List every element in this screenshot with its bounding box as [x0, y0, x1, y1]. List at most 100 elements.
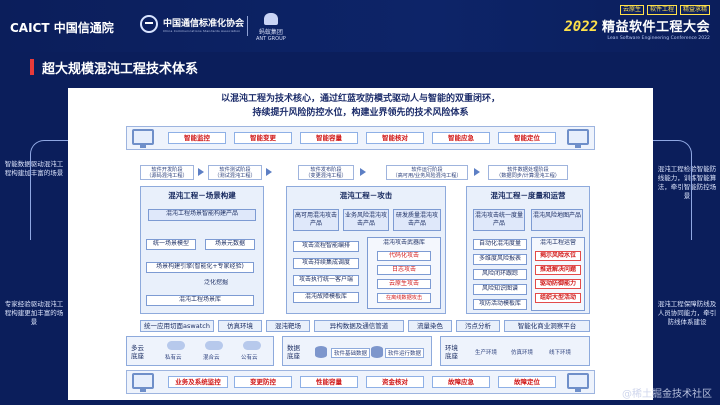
pill-smart-locate: 智能定位 [498, 132, 556, 144]
conf-name: 精益软件工程大会 [601, 20, 710, 35]
col-title: 混沌工程－攻击 [339, 191, 393, 200]
conf-tag: 云原生 [619, 5, 644, 15]
infra-range: 混沌靶场 [266, 320, 310, 332]
side-note-left-top: 智能数据驱动混沌工程构建加丰富的场景 [4, 160, 64, 177]
env-base-panel: 环境底座 生产环境 仿真环境 线下环境 [440, 336, 590, 366]
cloud-base-label: 多云底座 [131, 344, 144, 360]
pill-smart-monitor: 智能监控 [168, 132, 226, 144]
header-bar: CAICT 中国信通院 中国通信标准化协会 China Communicatio… [0, 0, 720, 52]
monitor-icon [567, 373, 589, 392]
pill-smart-change: 智能变更 [234, 132, 292, 144]
arsenal-item: 云原生攻击 [377, 279, 431, 289]
ops-item: 推进解决问题 [535, 265, 581, 275]
database-icon [315, 346, 327, 358]
side-note-right-top: 混沌工程检验智能防线能力，训练智能算法，牵引智能防控场景 [657, 165, 717, 200]
measure-item: 风险知识图谱 [473, 284, 527, 295]
data-software-base: 软件基础数据 [331, 348, 371, 358]
risk-map-product: 混沌风险地图产品 [531, 209, 583, 231]
measure-item: 攻防活动模板库 [473, 299, 527, 310]
conf-tag: 软件工程 [646, 5, 677, 15]
arsenal-item: 代码化攻击 [377, 251, 431, 261]
phase-test: 软件测试阶段（测试混沌工程） [208, 165, 262, 180]
phase-runtime: 软件运行阶段（高可用/业务风险混沌工程） [386, 165, 468, 180]
env-sim: 仿真环境 [511, 350, 534, 356]
monitor-icon [132, 129, 154, 148]
pill-perf-capacity: 性能容量 [300, 376, 358, 388]
phase-release: 软件发布阶段（变更混沌工程） [298, 165, 354, 180]
col-measure-ops: 混沌工程－度量和运营 混沌攻击统一度量产品 混沌风险地图产品 自动化混沌度量 多… [466, 186, 590, 314]
pill-change-control: 变更防控 [234, 376, 292, 388]
arsenal-item: 在离线数据攻击 [377, 293, 431, 303]
left-flow-arrow [30, 140, 70, 240]
env-offline: 线下环境 [549, 350, 572, 356]
col-attack: 混沌工程－攻击 高可用混沌攻击产品 业务风险混沌攻击产品 研发质量混沌攻击产品 … [286, 186, 446, 314]
scene-library: 混沌工程场景库 [146, 295, 254, 306]
arrow-right-icon [474, 168, 480, 176]
measure-item: 多维度风险报表 [473, 254, 527, 265]
phase-data: 软件数据处理阶段（数据同步/计算混沌工程） [488, 165, 568, 180]
conference-logo: 云原生 软件工程 精益求精 2022 精益软件工程大会 Lean Softwar… [564, 5, 710, 41]
data-software-runtime: 软件运行数据 [385, 348, 425, 358]
accent-bar [30, 59, 34, 75]
pill-smart-check: 智能核对 [366, 132, 424, 144]
pill-smart-capacity: 智能容量 [300, 132, 358, 144]
pill-fault-emergency: 故障应急 [432, 376, 490, 388]
headline-line-1: 以混沌工程为技术核心，通过红蓝攻防模式驱动人与智能的双重闭环， [220, 94, 500, 104]
arrow-right-icon [198, 168, 204, 176]
ccsa-emblem-icon [140, 15, 158, 33]
section-heading: 超大规模混沌工程技术体系 [30, 58, 199, 77]
cloud-icon [167, 341, 185, 350]
measure-product: 混沌攻击统一度量产品 [473, 209, 525, 231]
ant-name: 蚂蚁集团 [258, 29, 283, 36]
ops-item: 驱动防御能力 [535, 279, 581, 289]
attack-left-item: 攻击执行统一客户端 [293, 275, 359, 286]
monitor-icon [567, 129, 589, 148]
side-note-left-bottom: 专家经验驱动混沌工程构建更加丰富的场景 [4, 300, 64, 326]
page-title: 超大规模混沌工程技术体系 [42, 61, 199, 77]
monitor-icon [132, 373, 154, 392]
env-base-label: 环境底座 [445, 344, 458, 360]
col-title: 混沌工程－度量和运营 [490, 191, 566, 200]
unified-scene-model: 统一场景模型 [146, 239, 196, 250]
scene-build-product: 混沌工程场景智能构建产品 [148, 209, 256, 221]
infra-aspect: 统一应用切面aswatch [140, 320, 214, 332]
data-base-panel: 数据底座 软件基础数据 软件运行数据 [282, 336, 432, 366]
conf-year: 2022 [564, 19, 598, 35]
pill-fund-check: 资金核对 [366, 376, 424, 388]
attack-product-quality: 研发质量混沌攻击产品 [393, 209, 441, 231]
scene-metadata: 场景元数据 [205, 239, 255, 250]
attack-arsenal-title: 混沌攻击武器库 [382, 239, 425, 246]
pill-biz-monitor: 业务及系统监控 [168, 376, 228, 388]
data-base-label: 数据底座 [287, 344, 300, 360]
env-prod: 生产环境 [475, 350, 498, 356]
conf-english-name: Lean Software Engineering Conference 202… [607, 36, 710, 41]
cloud-hybrid: 混合云 [203, 355, 220, 361]
cloud-private: 私有云 [165, 355, 182, 361]
cloud-public: 公有云 [241, 355, 258, 361]
ant-emblem-icon [263, 13, 278, 25]
cloud-icon [243, 341, 261, 350]
infra-traffic-dye: 流量染色 [408, 320, 452, 332]
architecture-diagram: 以混沌工程为技术核心，通过红蓝攻防模式驱动人与智能的双重闭环， 持续提升风险防控… [68, 88, 653, 400]
attack-left-item: 混沌故障模板库 [293, 292, 359, 303]
infra-sim-env: 仿真环境 [218, 320, 262, 332]
ops-item: 揭示风险水位 [535, 251, 581, 261]
caict-logo: CAICT 中国信通院 [10, 21, 114, 35]
ccsa-logo: 中国通信标准化协会 China Communications Standards… [140, 15, 244, 33]
scene-build-engine: 场景构建引擎(智能化+专家经验) [146, 262, 254, 273]
phase-dev: 软件开发阶段（源码混沌工程） [140, 165, 194, 180]
headline-line-2: 持续提升风险防控水位，构建业界领先的技术风险体系 [252, 108, 469, 118]
ccsa-name: 中国通信标准化协会 [163, 18, 245, 29]
side-note-right-bottom: 混沌工程保障防线及人员协同能力，牵引防线体系建设 [657, 300, 717, 326]
infra-insight: 智能化商业洞察平台 [504, 320, 590, 332]
col-scene-build: 混沌工程－场景构建 混沌工程场景智能构建产品 统一场景模型 场景元数据 场景构建… [140, 186, 264, 314]
conf-tag: 精益求精 [679, 5, 710, 15]
arsenal-item: 日志攻击 [377, 265, 431, 275]
infra-pipeline: 异构数据及通信管道 [314, 320, 404, 332]
database-icon [371, 346, 383, 358]
watermark: @稀土掘金技术社区 [622, 389, 712, 400]
ccsa-sub: China Communications Standards Associati… [163, 28, 241, 33]
attack-left-item: 攻击持续集成调度 [293, 258, 359, 269]
ops-title: 混沌工程运营 [539, 239, 576, 246]
right-flow-arrow [652, 140, 692, 240]
